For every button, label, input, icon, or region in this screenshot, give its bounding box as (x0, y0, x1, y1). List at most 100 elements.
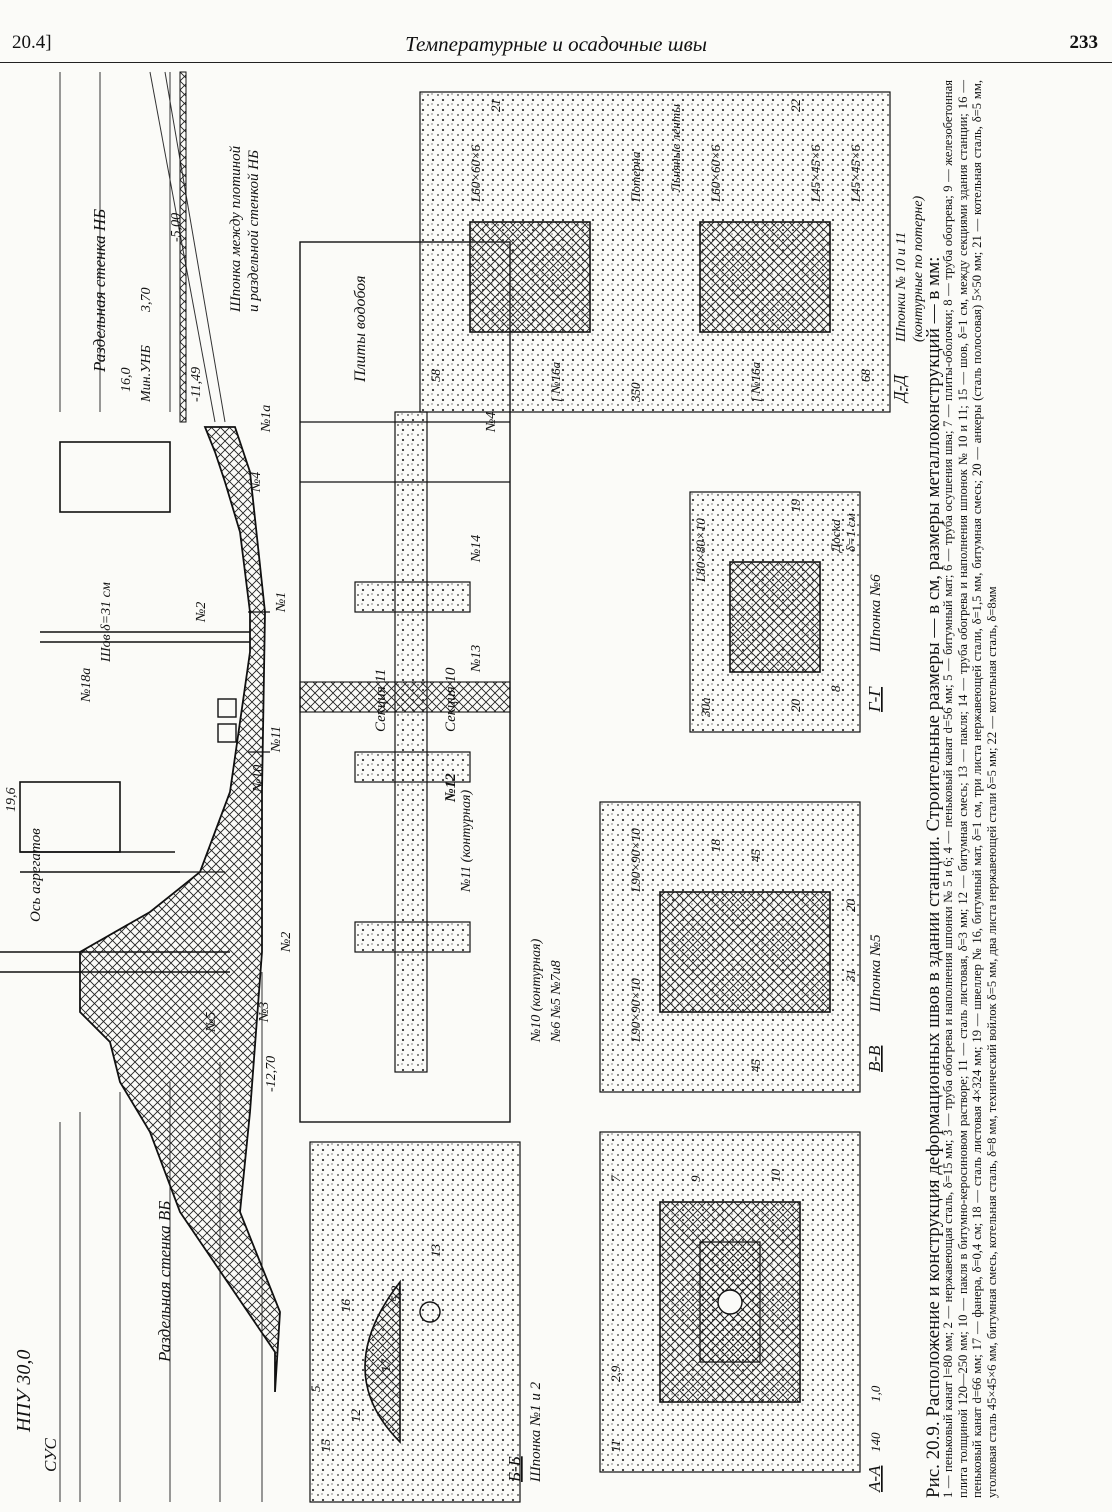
label-key-between-2: и раздельной стенкой НБ (246, 150, 262, 312)
label-min-unb: Мин.УНБ (139, 345, 154, 403)
label-dd-21: 21 (488, 99, 503, 112)
label-hpu: НПУ 30,0 (13, 1350, 35, 1433)
label-sus: СУС (41, 1437, 60, 1472)
label-gg-board-d: δ=1 см (843, 513, 858, 552)
label-n2-lower: №2 (279, 932, 294, 953)
label-n10-contour: №10 (контурная) (529, 938, 544, 1043)
label-dd-45a: L45×45×6 (808, 144, 823, 203)
label-bb-52: 5,2 (388, 1285, 403, 1302)
label-vv-90b: L90×90×10 (628, 828, 643, 893)
label-n11: №11 (269, 726, 284, 753)
label-n2: №2 (194, 602, 209, 623)
label-bb-15: 15 (318, 1439, 333, 1453)
label-vv-18: 18 (708, 839, 723, 853)
label-dd-ch16b: [ №16а (748, 361, 763, 402)
label-aa-140: 140 (868, 1432, 883, 1452)
label-level-196: 19,6 (4, 788, 19, 813)
label-dd-60b: L60×60×6 (708, 144, 723, 203)
rotated-figure-area: НПУ 30,0 СУС Раздельная стенка ВБ Раздел… (0, 62, 1112, 1512)
label-bb-12: 12 (348, 1409, 363, 1423)
label-vv-90a: L90×90×10 (628, 978, 643, 1043)
label-vv-45a: 45 (748, 1059, 763, 1073)
detail-gg: Г-Г Шпонка №6 L80×80×10 Доска δ=1 см 30а… (689, 491, 884, 733)
page-number: 233 (1069, 32, 1099, 53)
label-seam: Шов δ=31 см (99, 582, 114, 663)
section-number: 20.4] (12, 32, 52, 53)
detail-bb: Б-Б Шпонка №1 и 2 12 5 15 16 17 5,2 13 (308, 1141, 544, 1503)
label-dd-68: 68 (858, 369, 873, 383)
label-section-gg: Г-Г (865, 686, 884, 713)
label-dd-45b: L45×45×6 (848, 144, 863, 203)
label-n3: №3 (257, 1002, 272, 1023)
label-aa-7: 7 (608, 1175, 623, 1182)
label-aa-9: 9 (688, 1175, 703, 1182)
label-gg-80: L80×80×10 (693, 518, 708, 583)
label-wall-vb: Раздельная стенка ВБ (155, 1201, 174, 1363)
label-aa-29: 2,9 (608, 1365, 623, 1382)
running-title: Температурные и осадочные швы (405, 32, 707, 56)
label-level-1270: -12,70 (264, 1056, 279, 1092)
label-n18a: №18а (79, 668, 94, 703)
detail-vv: В-В Шпонка №5 L90×90×10 L90×90×10 18 45 … (599, 801, 884, 1093)
label-wall-nb: Раздельная стенка НБ (90, 209, 109, 373)
label-gg-19: 19 (788, 499, 803, 513)
label-key-1-2: Шпонка №1 и 2 (528, 1381, 544, 1483)
label-vv-20: 20 (843, 899, 858, 913)
label-section-aa: А-А (865, 1465, 884, 1493)
label-plates: Плиты водобоя (352, 276, 369, 383)
label-gg-8: 8 (828, 685, 843, 692)
label-n11-contour: №11 (контурная) (459, 789, 474, 893)
landscape-figure: НПУ 30,0 СУС Раздельная стенка ВБ Раздел… (0, 62, 1112, 1512)
label-bb-16: 16 (338, 1299, 353, 1313)
label-gg-board: Доска (828, 519, 843, 554)
label-bb-13: 13 (428, 1244, 443, 1258)
label-dd-ch16a: [ №16а (548, 361, 563, 402)
label-n5: №5 (204, 1012, 219, 1033)
detail-dd: Д-Д Шпонки № 10 и 11 (контурные по потер… (419, 91, 926, 413)
station-longitudinal-section: НПУ 30,0 СУС Раздельная стенка ВБ Раздел… (0, 71, 294, 1502)
label-bb-17: 17 (378, 1359, 393, 1373)
label-dd-60a: L60×60×6 (468, 144, 483, 203)
label-section-10: Секция 10 (443, 667, 459, 732)
joints-plan: Секция 11 Секция 10 Плиты водобоя №6 №5 … (299, 241, 564, 1123)
label-bb-5: 5 (308, 1385, 323, 1392)
label-n14: №14 (469, 535, 484, 563)
label-section-dd: Д-Д (890, 374, 909, 404)
label-dd-350: 350 (628, 382, 643, 403)
label-key-10-11: Шпонки № 10 и 11 (894, 232, 909, 343)
label-dd-22: 22 (788, 99, 803, 113)
label-n4-plan: №4 (484, 412, 499, 433)
label-n4: №4 (249, 472, 264, 493)
figure-caption: Рис. 20.9. Расположение и конструкция де… (923, 80, 999, 1498)
label-level-370: 3,70 (139, 288, 154, 314)
label-key-5: Шпонка №5 (868, 934, 884, 1013)
label-unit-axis: Ось агрегатов (28, 828, 44, 922)
label-key-6: Шпонка №6 (868, 574, 884, 653)
page-header: 20.4] Температурные и осадочные швы 233 (0, 0, 1112, 63)
label-section-11: Секция 11 (373, 669, 389, 732)
label-section-bb: Б-Б (505, 1456, 524, 1483)
detail-aa: А-А 140 1,0 7 9 10 11 2,9 (599, 1131, 884, 1493)
label-level-500: -5,00 (169, 213, 184, 242)
label-key-between: Шпонка между плотиной (228, 145, 244, 313)
label-n1a: №1а (259, 405, 274, 433)
label-aa-10b: 10 (768, 1169, 783, 1183)
label-n1: №1 (274, 592, 289, 613)
label-dd-ice: Льняные ленты (668, 104, 683, 193)
label-n12: №12 (443, 773, 459, 803)
engineering-drawing: НПУ 30,0 СУС Раздельная стенка ВБ Раздел… (0, 71, 926, 1503)
label-aa-11: 11 (608, 1440, 623, 1452)
label-level-16: 16,0 (119, 368, 134, 393)
label-level-1149: -11,49 (189, 367, 204, 402)
label-aa-10: 1,0 (868, 1385, 883, 1402)
label-n6-n5-n7-n8: №6 №5 №7и8 (549, 960, 564, 1043)
label-key-10-11-b: (контурные по потерне) (911, 195, 926, 342)
label-dd-gallery: Потерна (628, 151, 643, 203)
label-gg-30a: 30а (698, 697, 713, 718)
caption-legend: 1 — пеньковый канат l=80 мм; 2 — нержаве… (941, 80, 999, 1498)
label-vv-31: 31 (843, 969, 858, 983)
label-vv-45b: 45 (748, 849, 763, 863)
label-n10: №10 (251, 765, 266, 793)
label-gg-20: 20 (788, 699, 803, 713)
caption-lead: Рис. 20.9. Расположение и конструкция де… (923, 256, 944, 1498)
